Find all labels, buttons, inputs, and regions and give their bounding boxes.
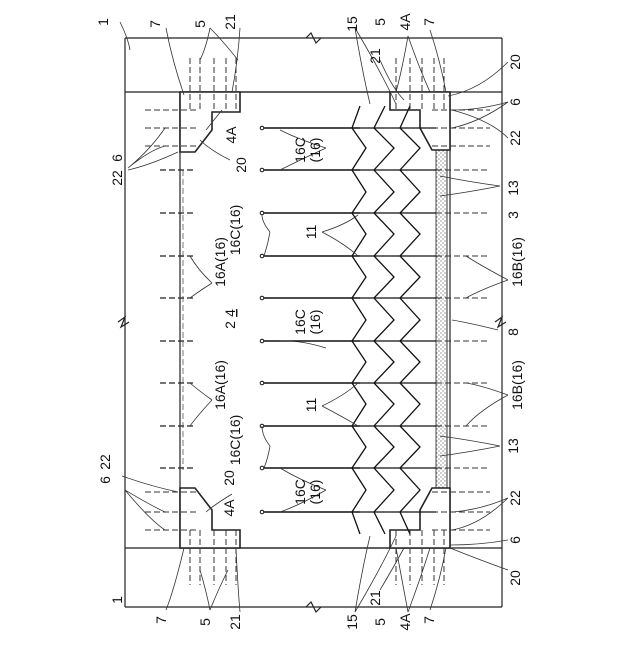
label-21-top-left: 21 xyxy=(222,14,238,30)
label-5-bottom-left: 5 xyxy=(197,618,213,626)
label-22-top-right: 22 xyxy=(507,130,523,146)
label-2: 2 xyxy=(222,321,238,329)
label-16c-5a: 16C xyxy=(292,479,308,505)
label-1-top: 1 xyxy=(95,18,111,26)
bar-ends xyxy=(260,126,264,514)
label-13-top: 13 xyxy=(505,180,521,196)
label-16c-4: 16C(16) xyxy=(227,415,243,466)
label-16b-1: 16B(16) xyxy=(509,237,525,287)
label-21-bottom-left: 21 xyxy=(227,614,243,630)
label-3: 3 xyxy=(505,211,521,219)
label-15-top: 15 xyxy=(344,16,360,32)
label-20-bottom-right: 20 xyxy=(507,570,523,586)
label-7-bottom-left: 7 xyxy=(153,616,169,624)
label-11-bottom: 11 xyxy=(303,398,319,413)
label-1-bottom: 1 xyxy=(109,596,125,604)
label-16a-1: 16A(16) xyxy=(212,237,228,287)
label-16c-1b: (16) xyxy=(307,138,323,163)
label-4a-bottom-left: 4A xyxy=(221,499,237,517)
label-7-top-right: 7 xyxy=(421,18,437,26)
label-7-top-left: 7 xyxy=(147,20,163,28)
label-4: 4 xyxy=(222,309,238,317)
label-13-bottom: 13 xyxy=(505,438,521,454)
label-4a-top-left: 4A xyxy=(223,126,239,144)
dotted-strip xyxy=(436,150,447,490)
label-20-top-left: 20 xyxy=(233,157,249,173)
label-6-bottom-right: 6 xyxy=(507,536,523,544)
label-6-top-right: 6 xyxy=(507,98,523,106)
label-16c-3b: (16) xyxy=(307,310,323,335)
label-11-top: 11 xyxy=(303,225,319,240)
label-20-bottom-left: 20 xyxy=(221,470,237,486)
label-21-bottom-right: 21 xyxy=(367,590,383,606)
label-16c-2: 16C(16) xyxy=(227,205,243,256)
label-21-top-right: 21 xyxy=(367,48,383,64)
label-15-bottom: 15 xyxy=(344,614,360,630)
label-16a-2: 16A(16) xyxy=(212,360,228,410)
anchors-16a xyxy=(160,170,196,468)
label-16c-1a: 16C xyxy=(292,137,308,163)
label-22-bottom-right: 22 xyxy=(507,490,523,506)
label-16c-3a: 16C xyxy=(292,309,308,335)
zigzag-columns xyxy=(352,106,436,534)
label-6-bottom-left: 6 xyxy=(97,476,113,484)
label-4a-bottom-right: 4A xyxy=(397,613,413,631)
label-5-top-left: 5 xyxy=(192,20,208,28)
label-8: 8 xyxy=(505,328,521,336)
label-16c-5b: (16) xyxy=(307,480,323,505)
label-6-top-left: 6 xyxy=(109,154,125,162)
label-5-top-right: 5 xyxy=(372,18,388,26)
label-5-bottom-right: 5 xyxy=(372,618,388,626)
label-4a-top-right: 4A xyxy=(397,13,413,31)
label-16b-2: 16B(16) xyxy=(509,360,525,410)
label-22-top-left: 22 xyxy=(109,170,125,186)
label-20-top-right: 20 xyxy=(507,54,523,70)
label-22-bottom-left: 22 xyxy=(97,454,113,470)
label-7-bottom-right: 7 xyxy=(421,616,437,624)
